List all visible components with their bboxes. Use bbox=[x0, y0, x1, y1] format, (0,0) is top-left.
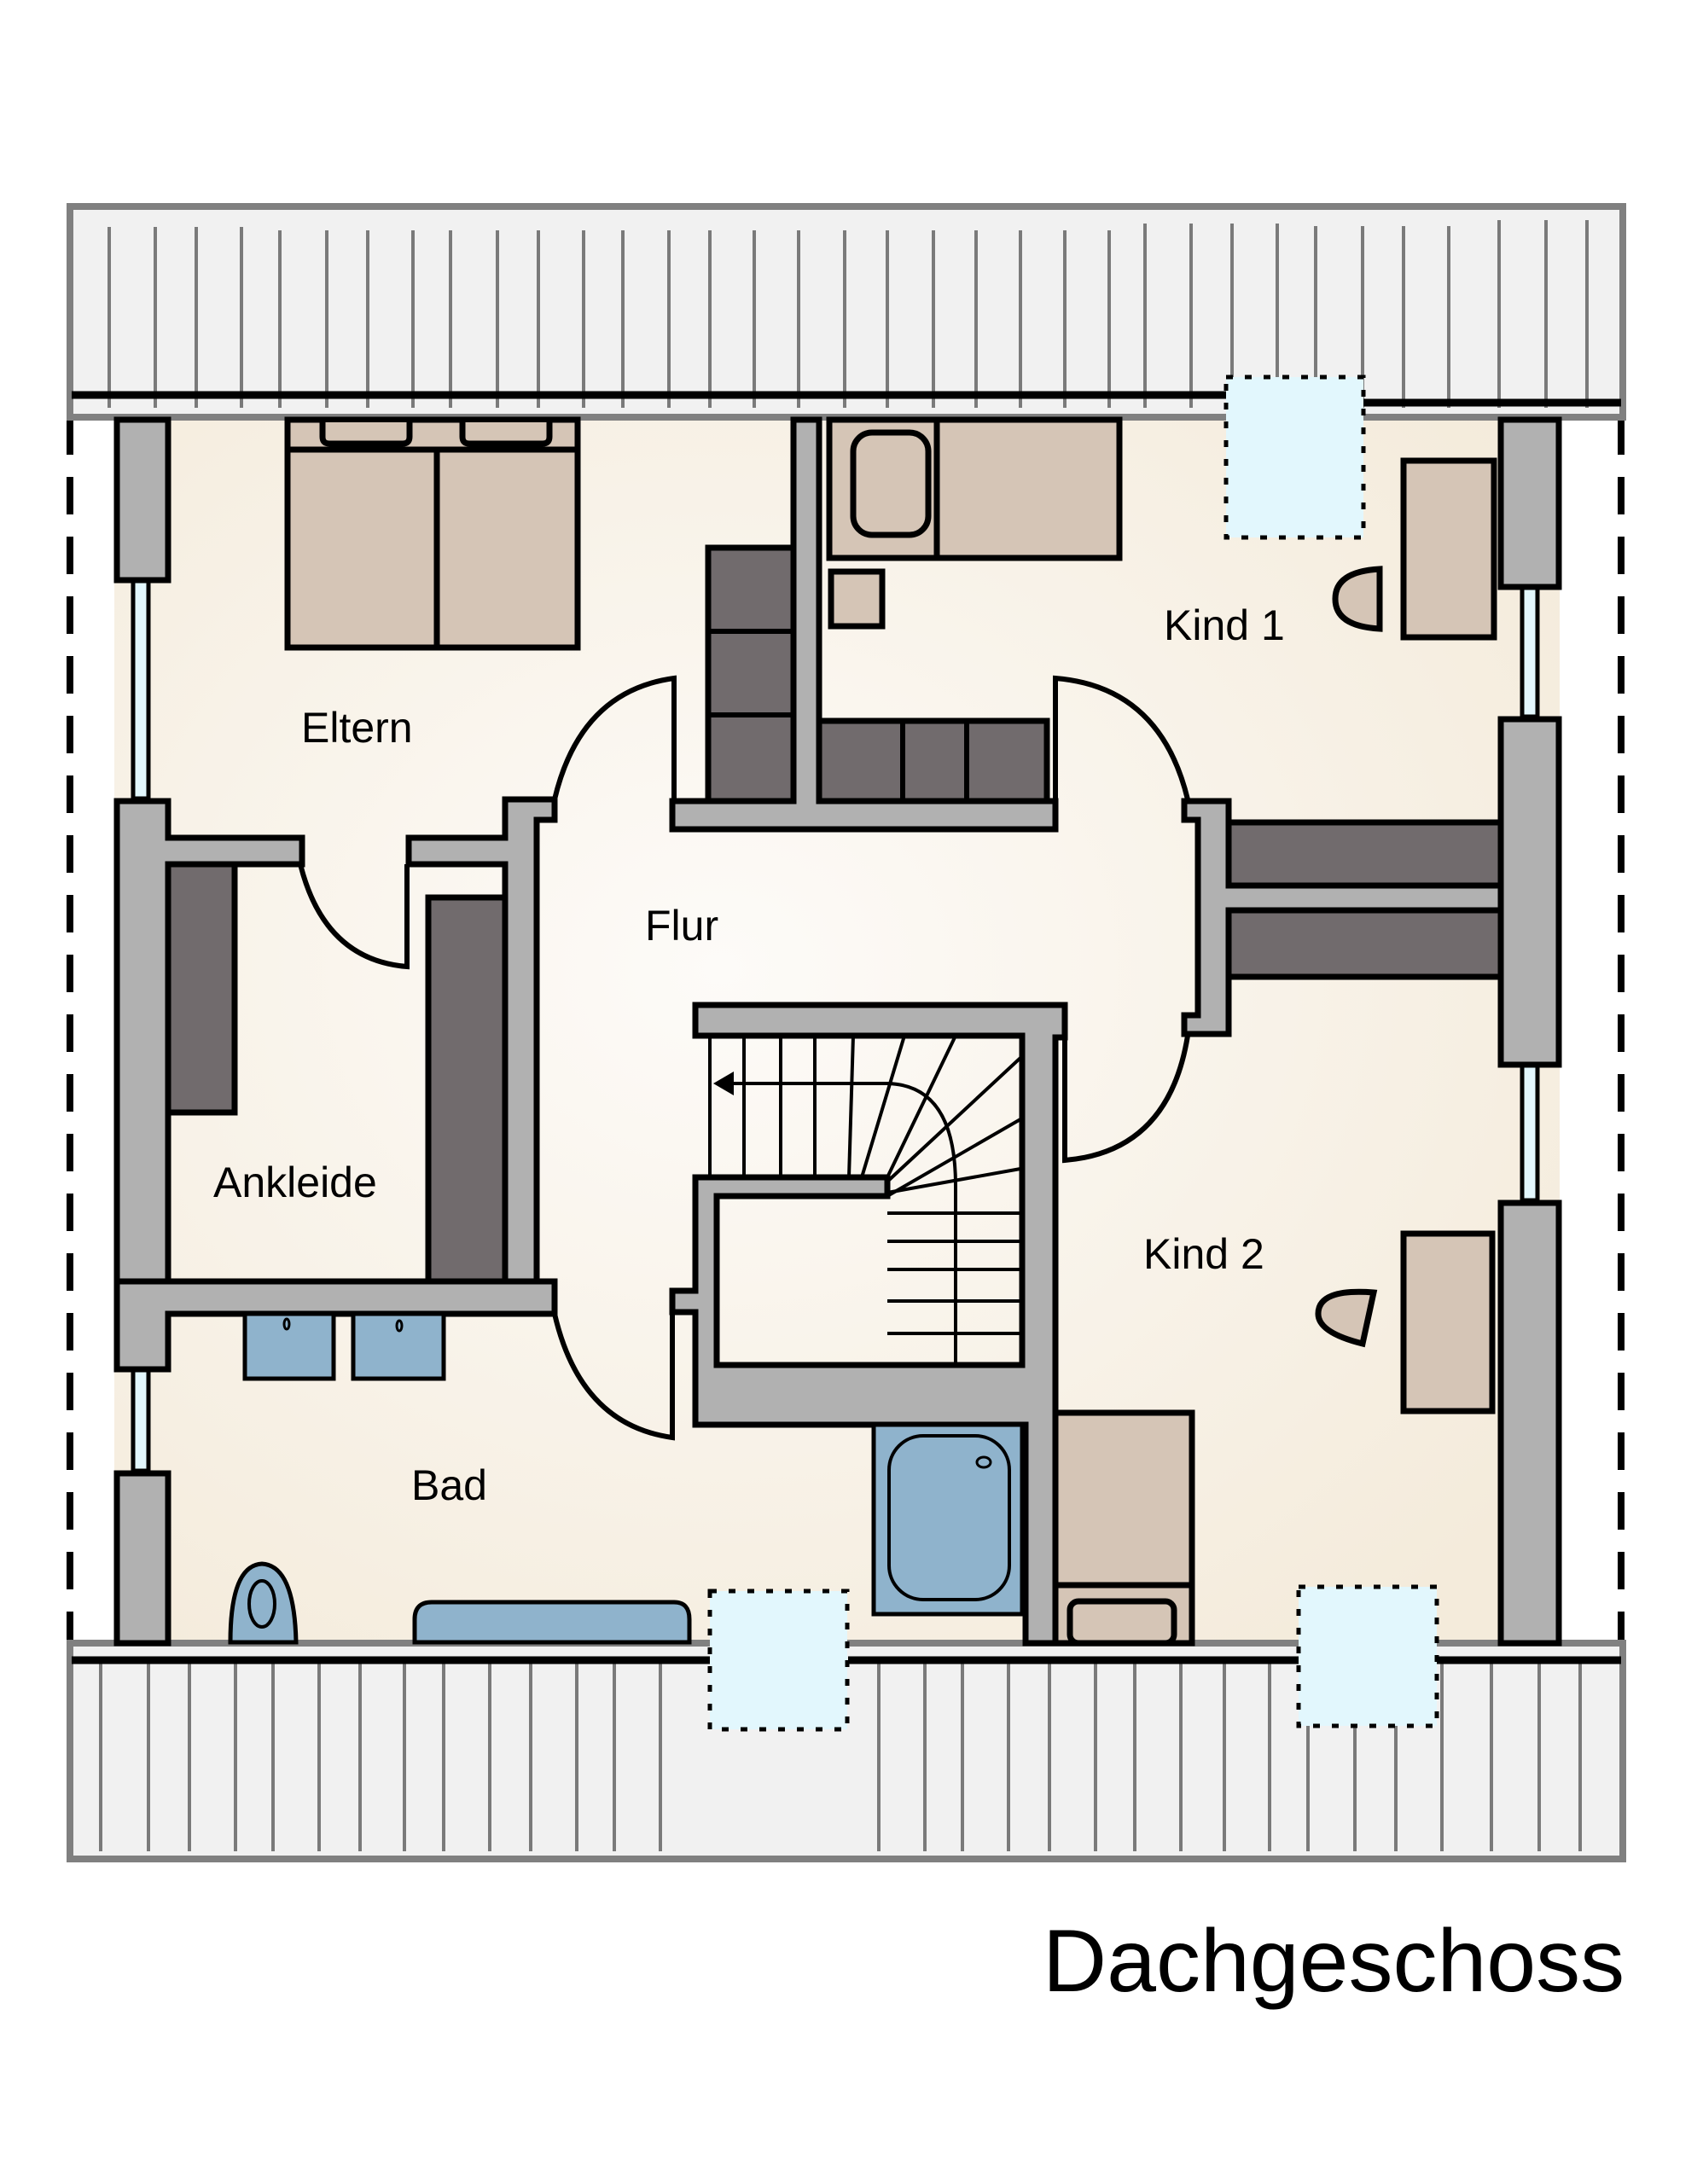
door-kind2[interactable] bbox=[1062, 1034, 1190, 1164]
skylight-kind1 bbox=[1223, 375, 1366, 540]
door-bad[interactable] bbox=[552, 1313, 675, 1441]
wardrobe-left bbox=[165, 861, 238, 1116]
wardrobe-kind1 bbox=[1225, 819, 1504, 889]
room-label-kind1: Kind 1 bbox=[1164, 601, 1285, 649]
plan-title: Dachgeschoss bbox=[1043, 1912, 1625, 2011]
toilet-seat bbox=[247, 1579, 276, 1629]
room-label-eltern: Eltern bbox=[301, 704, 413, 752]
door-kind1[interactable] bbox=[1053, 675, 1190, 801]
wardrobe-right bbox=[425, 894, 509, 1285]
staircase bbox=[708, 1035, 1022, 1365]
wall-ankleide-bad bbox=[113, 1278, 558, 1373]
room-label-ankleide: Ankleide bbox=[213, 1159, 377, 1206]
skylight-bad bbox=[707, 1589, 850, 1732]
stair-direction-arrow-icon bbox=[713, 1072, 734, 1095]
skylight-kind2 bbox=[1296, 1584, 1439, 1728]
room-label-bad: Bad bbox=[411, 1461, 487, 1509]
wall-staircase bbox=[669, 1002, 1068, 1647]
sinks bbox=[242, 1311, 446, 1381]
bed-eltern bbox=[284, 416, 581, 651]
vanity-counter bbox=[412, 1600, 692, 1645]
chair-kind1 bbox=[1332, 566, 1383, 632]
door-eltern[interactable] bbox=[552, 675, 677, 800]
bed-kind1 bbox=[826, 416, 1123, 561]
chair-kind2 bbox=[1315, 1288, 1378, 1348]
roof-top bbox=[67, 203, 1626, 421]
desk-kind1 bbox=[1400, 457, 1497, 641]
room-label-flur: Flur bbox=[645, 902, 718, 950]
right-exterior-wall bbox=[1497, 416, 1562, 1647]
toilet bbox=[228, 1561, 299, 1645]
door-ankleide[interactable] bbox=[298, 863, 410, 970]
shower bbox=[871, 1422, 1025, 1617]
nightstand-kind1 bbox=[828, 568, 886, 630]
bed-kind2 bbox=[1052, 1409, 1195, 1647]
room-label-kind2: Kind 2 bbox=[1143, 1230, 1264, 1278]
storage-units-flur bbox=[705, 544, 1050, 804]
wardrobe-kind2 bbox=[1225, 907, 1504, 980]
desk-kind2 bbox=[1400, 1230, 1496, 1414]
